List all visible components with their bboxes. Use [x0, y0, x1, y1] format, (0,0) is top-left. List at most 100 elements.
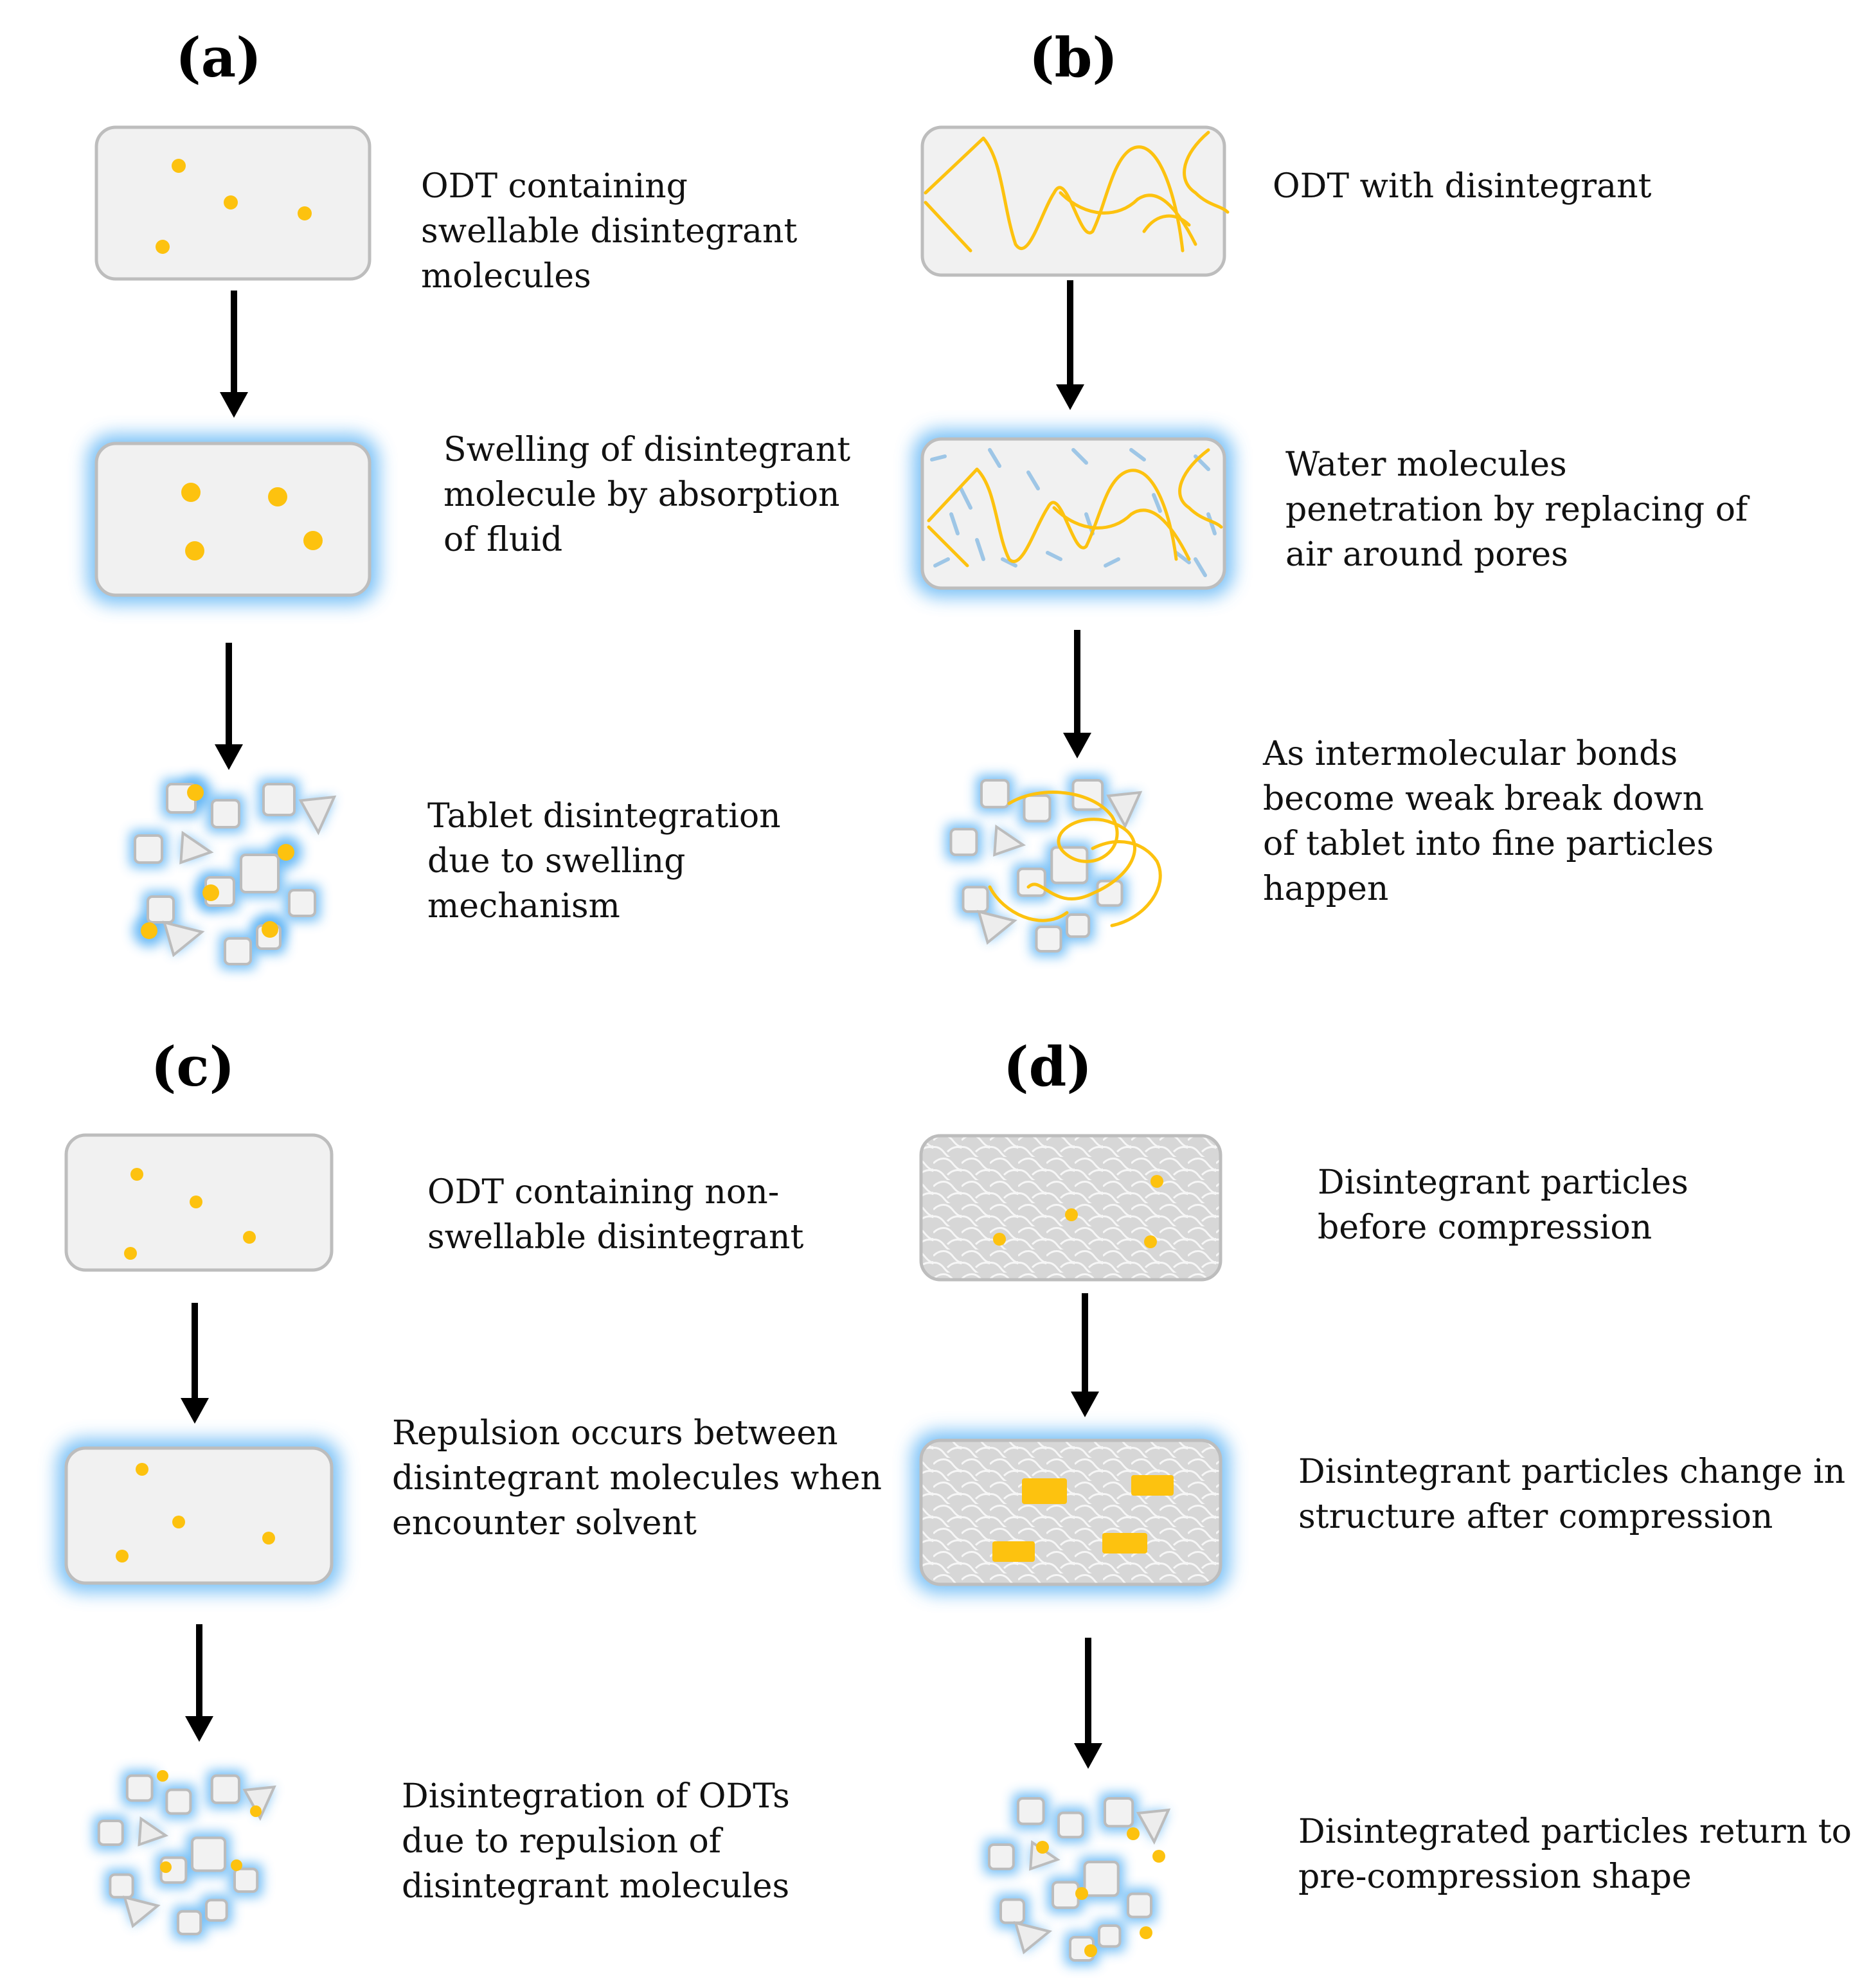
panel-b-water-dash-4 [988, 448, 1001, 468]
panel-c-repelled-1 [136, 1463, 148, 1476]
panel-b-disintegrant-chain-2 [927, 448, 1223, 568]
panel-a-arrow-2-head [215, 744, 243, 770]
panel-c-fragment-3 [210, 1774, 241, 1804]
panel-a-swollen-4 [303, 531, 323, 550]
panel-d-fragment-3 [1104, 1797, 1134, 1828]
panel-b-tablet-1 [920, 125, 1226, 277]
panel-d-compressed-4 [1102, 1533, 1147, 1554]
panel-b-step-2-text: Water molecules penetration by replacing… [1285, 445, 1748, 574]
panel-c-fragment-tri-2 [138, 1816, 169, 1847]
panel-b-water-dash-10 [1104, 557, 1120, 568]
panel-d-fragment-tri-3 [1014, 1921, 1053, 1955]
panel-a-fragment-8 [288, 889, 316, 917]
panel-b-disintegrant-chain-3 [988, 791, 1162, 927]
panel-a-swollen-3 [185, 541, 204, 560]
panel-b-fragment-6 [1017, 867, 1046, 897]
panel-a-disintegrant-2 [224, 195, 238, 210]
panel-b-arrow-1-head [1056, 384, 1084, 410]
panel-c-fragment-dot-1 [157, 1770, 168, 1782]
panel-a-step-1-text: ODT containing swellable disintegrant mo… [421, 167, 798, 296]
panel-c-fragment-4 [97, 1820, 124, 1846]
panel-d-tablet-2 [919, 1438, 1222, 1586]
panel-d-step-2-text: Disintegrant particles change in structu… [1298, 1453, 1846, 1536]
panel-b-water-dash-16 [933, 557, 950, 568]
panel-c-fragment-8 [233, 1867, 259, 1894]
panel-c-tablet-2 [64, 1446, 334, 1585]
panel-a-fragment-2 [211, 799, 240, 828]
panel-b-water-dash-3 [959, 487, 972, 510]
panel-d-disintegrant-2 [1065, 1208, 1078, 1221]
panel-c-disintegrant-2 [190, 1195, 202, 1208]
panel-d-disintegrant-3 [993, 1233, 1006, 1246]
panel-a-arrow-1-head [220, 392, 248, 418]
panel-c-fragment-10 [205, 1899, 228, 1922]
panel-d-fragment-4 [988, 1843, 1015, 1870]
panel-d-compressed-1 [1022, 1478, 1067, 1504]
panel-a-fragment-tri-2 [179, 830, 214, 864]
panel-d-fragment-dot-1 [1036, 1841, 1049, 1854]
panel-d-tablet-1 [919, 1134, 1222, 1282]
panel-b-fragment-4 [949, 828, 978, 856]
panel-d-disintegrant-4 [1144, 1235, 1157, 1248]
panel-d-fragment-1 [1017, 1797, 1045, 1825]
panel-d-compressed-2 [1131, 1475, 1174, 1496]
panel-b-water-dash-5 [1001, 557, 1017, 568]
panel-c-repelled-4 [116, 1550, 129, 1563]
panel-b-water-dash-7 [1046, 551, 1062, 561]
panel-c-fragment-tri-3 [123, 1895, 161, 1928]
panel-b-water-dash-15 [1206, 512, 1217, 535]
panel-a-fragment-tri-3 [162, 920, 205, 958]
panel-b-water-dash-17 [975, 538, 985, 561]
panel-a-fragment-9 [224, 937, 252, 965]
panel-a-fragment-5 [240, 854, 280, 893]
panel-b-step-3-text: As intermolecular bonds become weak brea… [1263, 735, 1714, 908]
panel-d-fragment-10 [1098, 1924, 1122, 1948]
panel-b-water-dash-8 [1071, 448, 1088, 465]
panel-d-arrow-2-head [1074, 1743, 1102, 1769]
panel-d-step-3-text: Disintegrated particles return to pre-co… [1298, 1813, 1852, 1896]
panel-d-compressed-3 [992, 1541, 1035, 1562]
panel-b-fragment-tri-1 [1106, 791, 1143, 829]
panel-b-water-dash-12 [1152, 493, 1162, 513]
panel-d-fragment-dot-3 [1152, 1850, 1165, 1863]
panel-c-fragment-tri-1 [242, 1785, 276, 1822]
panel-c-fragment-1 [125, 1774, 154, 1802]
panel-label-a: (a) [175, 26, 262, 89]
panel-c-arrow-1-head [181, 1398, 209, 1424]
panel-a-fragment-dot-4 [141, 922, 157, 939]
panel-a-disintegrant-1 [172, 159, 186, 173]
panel-a-tablet-2 [94, 442, 372, 597]
panel-b-fragment-2 [1023, 794, 1052, 823]
panel-c-repelled-3 [262, 1532, 275, 1545]
panel-a-swollen-2 [268, 487, 287, 506]
panel-c-fragment-dot-4 [231, 1859, 242, 1871]
panel-a-swollen-1 [181, 483, 201, 502]
panel-a-fragment-dot-1 [187, 784, 204, 801]
panel-c-step-3-text: Disintegration of ODTs due to repulsion … [402, 1777, 790, 1906]
panel-b-step-1-text: ODT with disintegrant [1273, 167, 1652, 206]
panel-a-fragment-4 [134, 834, 163, 864]
panel-b-fragment-10 [1066, 913, 1091, 938]
panel-a-fragment-dot-2 [278, 844, 294, 861]
panel-b-water-dash-6 [1026, 470, 1040, 490]
panel-b-fragment-5 [1050, 846, 1089, 884]
panel-b-fragment-9 [1035, 926, 1062, 953]
panel-a-fragment-dot-5 [262, 921, 278, 938]
panel-c-disintegrant-1 [130, 1168, 143, 1181]
panel-a-step-3-text: Tablet disintegration due to swelling me… [427, 797, 781, 926]
panel-b-water-dash-11 [1129, 448, 1146, 461]
panel-b-fragment-1 [980, 779, 1010, 809]
panel-d-fragment-2 [1057, 1811, 1084, 1839]
panel-d-fragment-dot-5 [1084, 1944, 1097, 1957]
panel-d-fragment-tri-1 [1136, 1808, 1171, 1845]
panel-d-fragment-dot-2 [1127, 1827, 1140, 1840]
panel-b-water-dash-2 [949, 512, 960, 535]
panel-b-fragment-7 [962, 886, 989, 913]
panel-a-disintegrant-4 [156, 240, 170, 254]
panel-c-fragment-9 [177, 1910, 202, 1936]
panel-a-step-2-text: Swelling of disintegrant molecule by abs… [443, 431, 851, 559]
panel-c-disintegrant-3 [243, 1231, 256, 1244]
panel-c-fragment-2 [165, 1788, 192, 1815]
panel-c-step-2-text: Repulsion occurs between disintegrant mo… [392, 1414, 882, 1543]
